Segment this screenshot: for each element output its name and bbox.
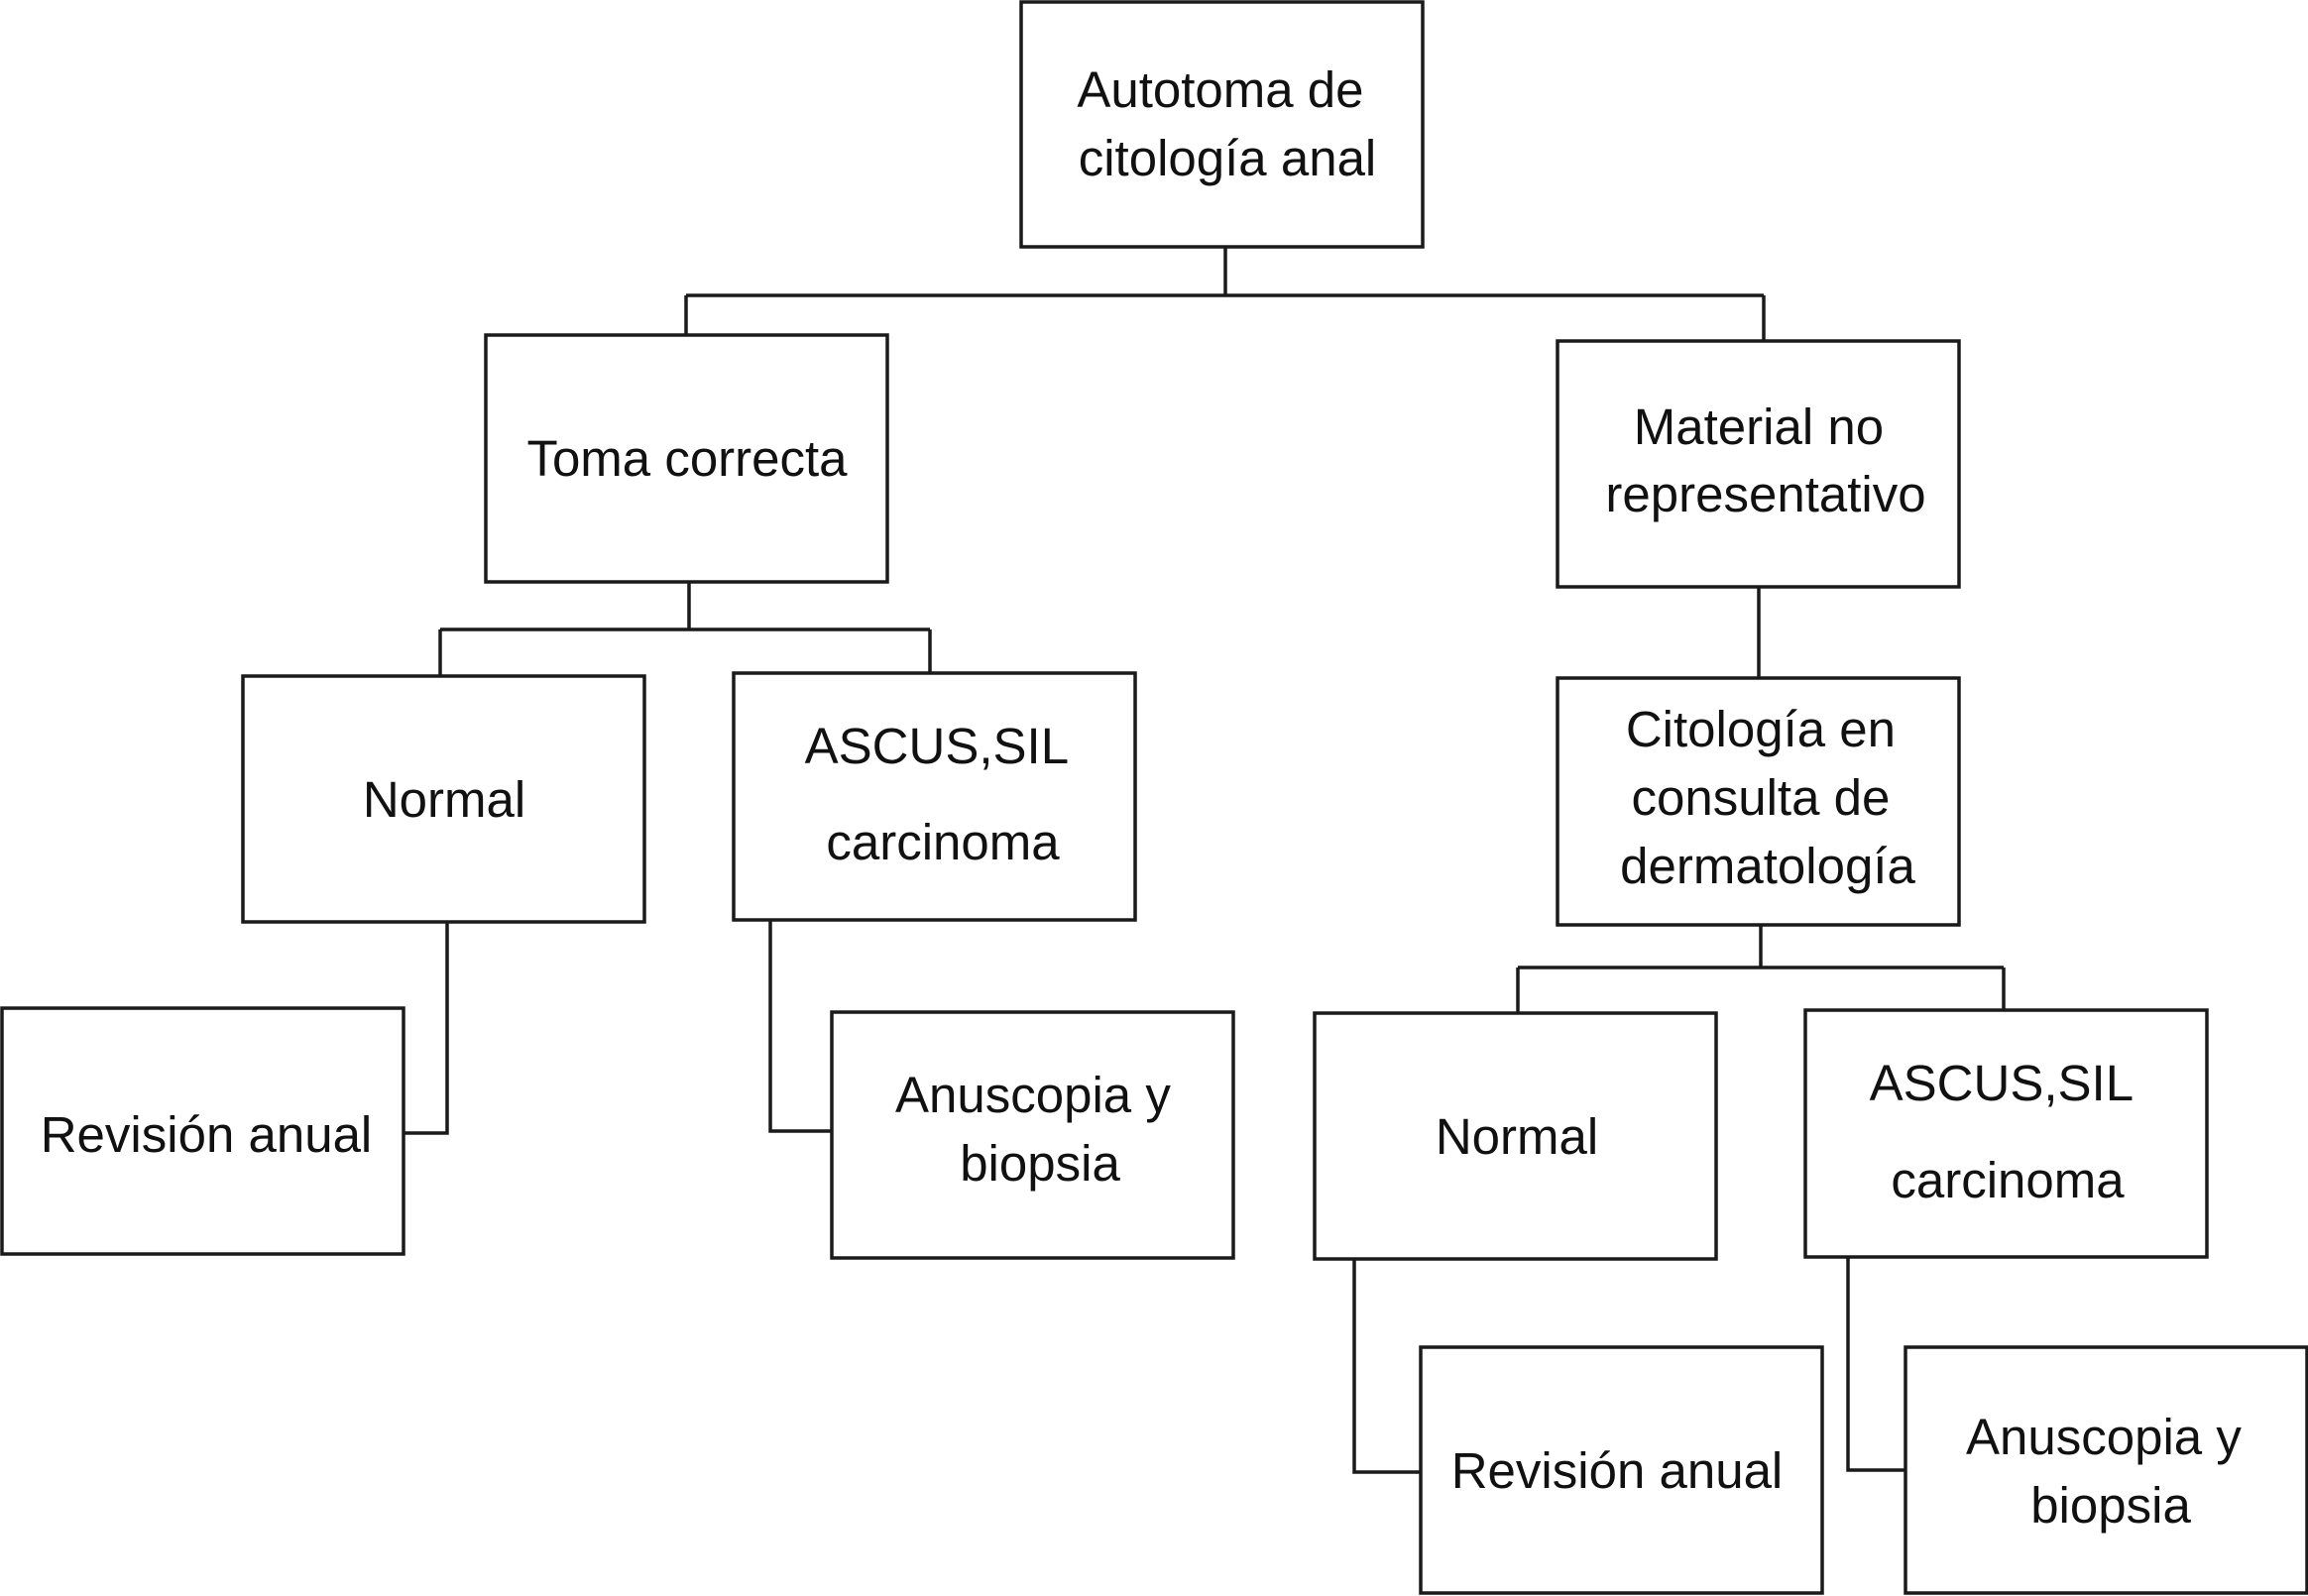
connector-citologia-to-results — [1516, 925, 2006, 1013]
node-citologia-line-3: dermatología — [1620, 838, 1915, 894]
node-material-line-1: Material no — [1634, 399, 1884, 455]
node-anuscopia-right-text: Anuscopia y biopsia — [1966, 1409, 2255, 1534]
node-root-line-1: Autotoma de — [1077, 61, 1363, 118]
node-anuscopia-right: Anuscopia y biopsia — [1904, 1345, 2308, 1595]
node-ascus-right-line-1: ASCUS,SIL — [1870, 1055, 2133, 1111]
node-toma-correcta: Toma correcta — [484, 333, 889, 584]
node-material-text: Material no representativo — [1605, 399, 1925, 522]
node-anuscopia-left-text: Anuscopia y biopsia — [895, 1067, 1185, 1192]
node-ascus-right-text: ASCUS,SIL carcinoma — [1870, 1055, 2146, 1208]
node-ascus-left-text: ASCUS,SIL carcinoma — [805, 718, 1082, 870]
node-root-line-2: citología anal — [1079, 130, 1377, 186]
node-citologia-text: Citología en consulta de dermatología — [1620, 701, 1915, 894]
node-root-text: Autotoma de citología anal — [1077, 61, 1377, 186]
node-citologia-line-1: Citología en — [1626, 701, 1896, 757]
node-normal-left-line-1: Normal — [363, 771, 525, 828]
node-anuscopia-left: Anuscopia y biopsia — [830, 1010, 1235, 1260]
connectors — [404, 247, 2006, 1474]
connector-normal-to-revision-right — [1352, 1259, 1421, 1474]
node-anuscopia-left-line-2: biopsia — [960, 1135, 1120, 1192]
node-ascus-left-line-2: carcinoma — [826, 814, 1060, 870]
node-revision-anual-left: Revisión anual — [0, 1006, 405, 1256]
node-material-no-representativo: Material no representativo — [1556, 339, 1961, 589]
node-ascus-left-line-1: ASCUS,SIL — [805, 718, 1068, 774]
node-normal-right: Normal — [1313, 1011, 1718, 1261]
connector-ascus-to-anuscopia-right — [1846, 1257, 1905, 1472]
node-toma-correcta-text: Toma correcta — [526, 430, 848, 487]
node-citologia-consulta: Citología en consulta de dermatología — [1556, 676, 1961, 927]
node-anuscopia-right-line-2: biopsia — [2030, 1477, 2191, 1534]
node-normal-right-line-1: Normal — [1436, 1108, 1598, 1165]
node-ascus-right: ASCUS,SIL carcinoma — [1803, 1008, 2209, 1259]
node-revision-anual-right: Revisión anual — [1419, 1345, 1824, 1595]
connector-toma-to-results — [438, 582, 932, 676]
node-anuscopia-left-line-1: Anuscopia y — [895, 1067, 1171, 1123]
node-ascus-left: ASCUS,SIL carcinoma — [732, 671, 1137, 922]
node-normal-left-text: Normal — [363, 771, 525, 828]
node-toma-correcta-line-1: Toma correcta — [526, 430, 848, 487]
node-normal-left: Normal — [241, 674, 646, 924]
node-material-line-2: representativo — [1605, 466, 1925, 522]
connector-normal-to-revision-left — [404, 922, 449, 1135]
node-citologia-line-2: consulta de — [1631, 769, 1890, 826]
node-revision-right-text: Revisión anual — [1451, 1442, 1784, 1499]
node-revision-right-line-1: Revisión anual — [1451, 1442, 1784, 1499]
node-normal-right-text: Normal — [1436, 1108, 1598, 1165]
connector-ascus-to-anuscopia-left — [768, 920, 832, 1133]
connector-root-to-branches — [684, 247, 1766, 341]
node-anuscopia-right-line-1: Anuscopia y — [1966, 1409, 2242, 1465]
node-root: Autotoma de citología anal — [1019, 0, 1425, 249]
node-revision-left-text: Revisión anual — [41, 1106, 373, 1163]
node-revision-left-line-1: Revisión anual — [41, 1106, 373, 1163]
node-ascus-right-line-2: carcinoma — [1891, 1152, 2125, 1208]
